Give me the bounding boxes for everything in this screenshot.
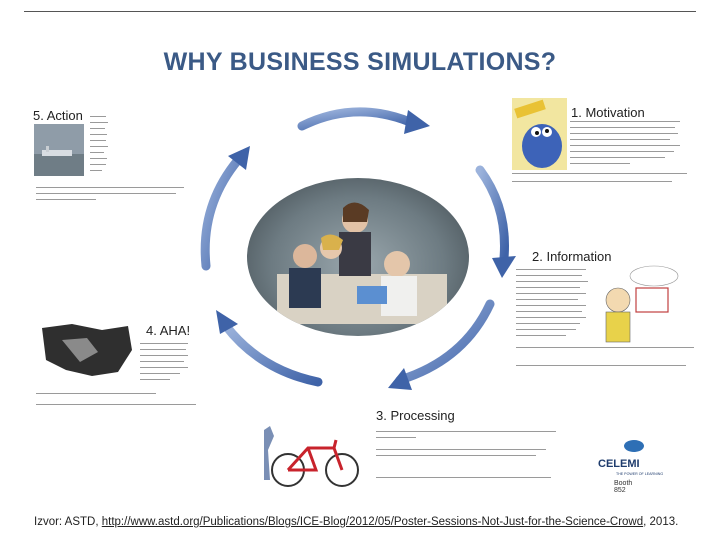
slide-title: WHY BUSINESS SIMULATIONS?	[163, 48, 557, 76]
cycle-arrows	[200, 107, 516, 390]
motivation-text-lines	[570, 121, 680, 164]
motivation-heading: 1. Motivation	[571, 105, 645, 120]
processing-heading: 3. Processing	[376, 408, 455, 423]
information-cartoon	[600, 264, 682, 344]
cycle-arrow-right	[475, 165, 509, 263]
aha-text-lines	[140, 343, 188, 380]
aha-map-image	[32, 320, 138, 380]
aha-heading: 4. AHA!	[146, 323, 191, 338]
action-photo	[34, 124, 84, 176]
source-footer: Izvor: ASTD, http://www.astd.org/Publica…	[34, 516, 714, 528]
information-text-lines	[516, 269, 588, 336]
cycle-arrow-top	[297, 107, 415, 131]
footer-suffix: , 2013.	[643, 516, 679, 528]
motivation-caption-lines	[512, 173, 687, 182]
action-text-lines	[90, 116, 108, 171]
information-heading: 2. Information	[532, 249, 612, 264]
information-caption-lines	[516, 347, 694, 366]
top-rule	[24, 11, 696, 12]
action-caption-lines	[36, 187, 184, 200]
action-heading: 5. Action	[33, 108, 83, 123]
celemi-logo: CELEMI THE POWER OF LEARNING	[598, 440, 663, 476]
celemi-logo-name: CELEMI	[598, 458, 640, 470]
cookie-monster-image	[512, 98, 567, 170]
cycle-arrow-bottom-left	[221, 321, 323, 387]
bicycle-image	[264, 426, 359, 487]
footer-prefix: Izvor: ASTD,	[34, 516, 102, 528]
cycle-arrow-left	[200, 155, 243, 271]
booth-label: Booth 852	[614, 480, 633, 494]
celemi-logo-tagline: THE POWER OF LEARNING	[616, 472, 663, 476]
source-link[interactable]: http://www.astd.org/Publications/Blogs/I…	[101, 516, 644, 528]
processing-text-lines	[376, 431, 556, 478]
cycle-arrow-bottom-right	[395, 299, 495, 385]
aha-caption-lines	[36, 393, 196, 405]
center-team-photo	[247, 178, 469, 336]
